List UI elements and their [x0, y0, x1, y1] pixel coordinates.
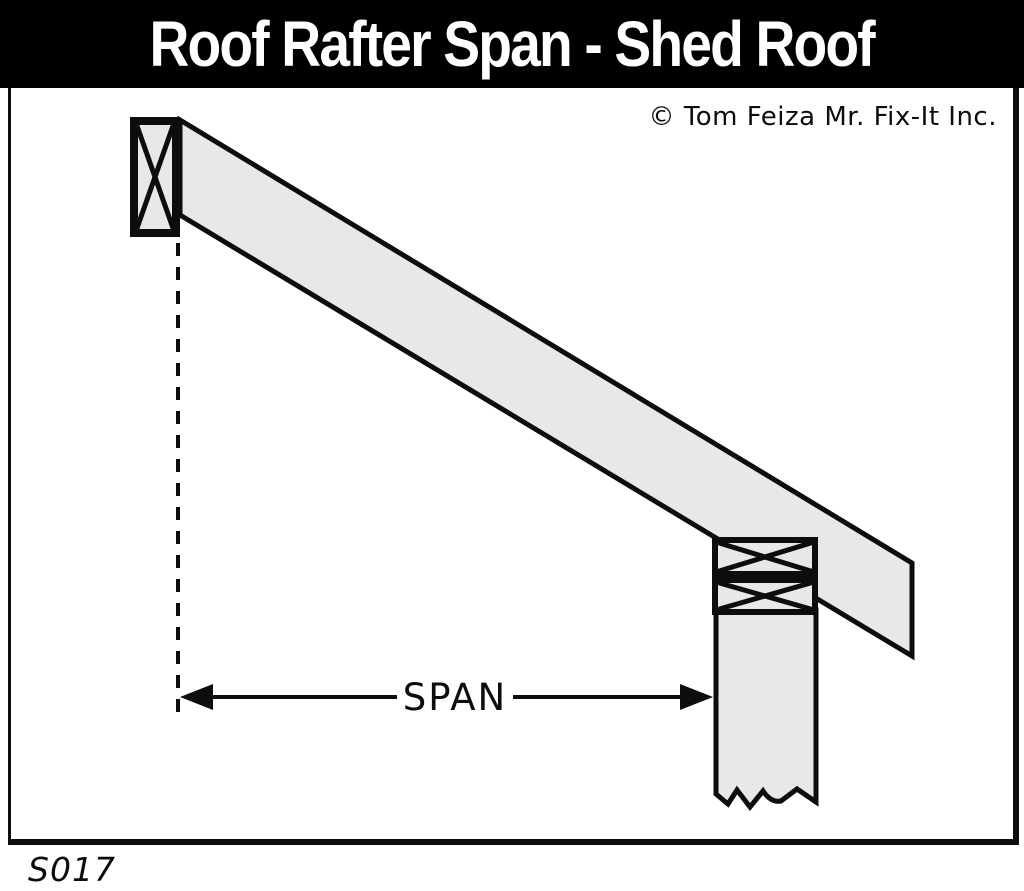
page-title: Roof Rafter Span - Shed Roof: [149, 8, 876, 80]
arrowhead-left-icon: [180, 684, 213, 710]
wall-stud: [713, 607, 819, 812]
plate-lower-x-2: [715, 579, 815, 613]
ledger-x-2: [133, 122, 177, 232]
ledger-board: [130, 117, 180, 237]
copyright-credit: © Tom Feiza Mr. Fix-It Inc.: [648, 102, 997, 132]
drawing-code: S017: [28, 850, 116, 889]
span-dimension-label: SPAN: [402, 676, 508, 719]
arrowhead-right-icon: [680, 684, 713, 710]
double-top-plate: [712, 537, 818, 615]
plate-upper-x-2: [715, 539, 815, 575]
span-dimension-arrow: [180, 684, 713, 710]
title-band: Roof Rafter Span - Shed Roof: [0, 0, 1024, 88]
wall-body: [713, 607, 819, 812]
